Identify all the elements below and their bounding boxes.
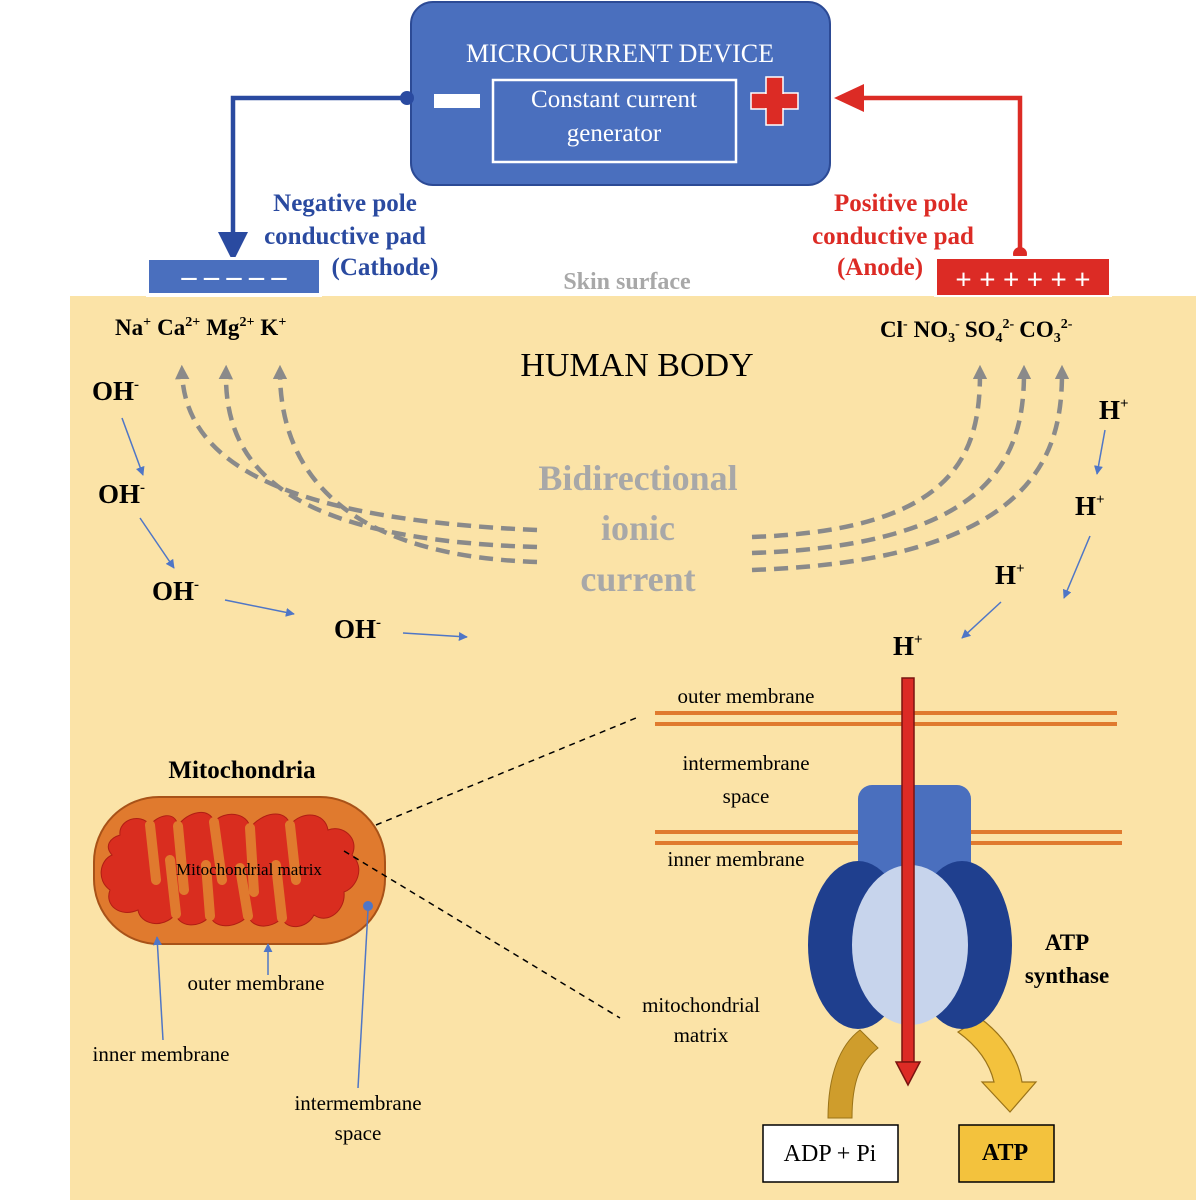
atp-synthase-label-line1: ATP: [1045, 930, 1089, 955]
sulfate-ion: SO: [965, 317, 996, 342]
detail-intermembrane-label-line2: space: [723, 784, 770, 808]
magnesium-ion: Mg: [206, 315, 240, 340]
proton-flow: H+ H+ H+ H+: [893, 395, 1129, 661]
microcurrent-device: MICROCURRENT DEVICE Constant current gen…: [410, 1, 831, 186]
carbonate-ion: CO: [1019, 317, 1054, 342]
positive-pad-label-line1: Positive pole: [834, 190, 968, 217]
calcium-ion: Ca: [157, 315, 186, 340]
mitochondria-title: Mitochondria: [168, 757, 316, 784]
ionic-current-label-line3: current: [580, 559, 695, 599]
negative-pad[interactable]: – – – – –: [146, 257, 322, 297]
cations-row: Na+Ca2+Mg2+K+: [115, 315, 286, 340]
anions-row: Cl-NO3-SO42-CO32-: [880, 317, 1073, 346]
hydroxide-ion: OH-: [92, 376, 139, 406]
positive-pad-label-line3: (Anode): [837, 254, 923, 281]
mito-outer-membrane-label: outer membrane: [187, 971, 324, 995]
atp-synthase-label-line2: synthase: [1025, 963, 1109, 988]
generator-label-line2: generator: [567, 120, 662, 147]
detail-matrix-label-line2: matrix: [674, 1023, 729, 1047]
generator-box: [491, 78, 738, 164]
device-title: MICROCURRENT DEVICE: [466, 39, 774, 68]
hydroxide-ion: OH-: [334, 614, 381, 644]
positive-pad-signs: + + + + + +: [955, 264, 1090, 296]
atp-label: ATP: [982, 1140, 1028, 1166]
negative-wire: [218, 91, 414, 262]
detail-outer-membrane-label: outer membrane: [677, 684, 814, 708]
mitochondrial-matrix-label: Mitochondrial matrix: [176, 860, 322, 879]
ionic-current-label-line1: Bidirectional: [538, 458, 737, 498]
minus-terminal-icon: [434, 94, 480, 108]
detail-intermembrane-label-line1: intermembrane: [682, 751, 809, 775]
plus-terminal-icon: [750, 76, 799, 126]
proton-channel-arrow: [894, 677, 922, 1087]
adp-pi-box: [762, 1124, 899, 1183]
ionic-current-label-line2: ionic: [601, 508, 675, 548]
chloride-ion: Cl: [880, 317, 903, 342]
negative-pad-label-line1: Negative pole: [273, 190, 417, 217]
ionic-current-arrows-left: [175, 364, 538, 565]
negative-pad-signs: – – – – –: [181, 260, 288, 293]
positive-pad-label-line2: conductive pad: [812, 223, 974, 250]
ionic-current-arrows-right: [751, 364, 1070, 573]
generator-label-line1: Constant current: [531, 86, 697, 113]
detail-matrix-label-line1: mitochondrial: [642, 993, 760, 1017]
mito-intermembrane-label-line1: intermembrane: [294, 1091, 421, 1115]
negative-pad-label-line2: conductive pad: [264, 223, 426, 250]
mito-inner-membrane-label: inner membrane: [92, 1042, 229, 1066]
hydroxide-ion: OH-: [152, 576, 199, 606]
nitrate-ion: NO: [914, 317, 949, 342]
adp-input-arrow: [827, 1029, 879, 1119]
proton: H+: [1075, 491, 1105, 521]
potassium-ion: K: [260, 315, 278, 340]
outer-membrane-detail: [655, 711, 1117, 726]
hydroxide-flow: OH- OH- OH- OH-: [92, 376, 468, 644]
positive-pad[interactable]: + + + + + +: [934, 256, 1112, 297]
human-body-title: HUMAN BODY: [520, 347, 753, 384]
proton: H+: [1099, 395, 1129, 425]
adp-pi-label: ADP + Pi: [784, 1141, 877, 1167]
atp-box: [958, 1124, 1055, 1183]
skin-surface-label: Skin surface: [563, 269, 691, 295]
atp-output-arrow: [956, 1017, 1038, 1113]
proton: H+: [995, 560, 1025, 590]
negative-pad-label-line3: (Cathode): [332, 254, 439, 281]
mito-intermembrane-label-line2: space: [335, 1121, 382, 1145]
sodium-ion: Na: [115, 315, 144, 340]
mitochondrion: Mitochondrial matrix: [93, 796, 386, 945]
proton: H+: [893, 631, 923, 661]
hydroxide-ion: OH-: [98, 479, 145, 509]
detail-inner-membrane-label: inner membrane: [667, 847, 804, 871]
zoom-line-top: [375, 717, 637, 826]
zoom-line-bottom: [343, 850, 621, 1019]
human-body-region: [70, 296, 1196, 1200]
